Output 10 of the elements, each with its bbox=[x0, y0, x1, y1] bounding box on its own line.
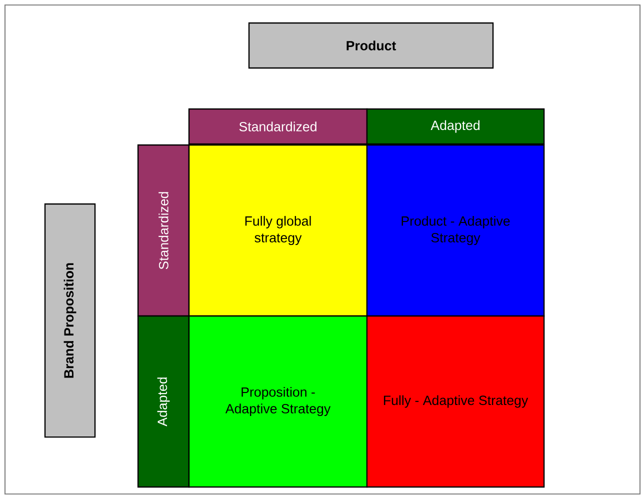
row-header: Adapted bbox=[137, 315, 190, 488]
column-header: Standardized bbox=[188, 108, 368, 145]
column-header: Adapted bbox=[366, 108, 545, 145]
matrix-cell: Fully - Adaptive Strategy bbox=[366, 315, 545, 488]
title-box: Product bbox=[248, 22, 494, 69]
matrix-cell: Proposition - Adaptive Strategy bbox=[188, 315, 368, 488]
row-header: Standardized bbox=[137, 144, 190, 317]
matrix-cell: Fully global strategy bbox=[188, 144, 368, 317]
axis-title-box: Brand Proposition bbox=[44, 203, 96, 438]
matrix-cell: Product - Adaptive Strategy bbox=[366, 144, 545, 317]
